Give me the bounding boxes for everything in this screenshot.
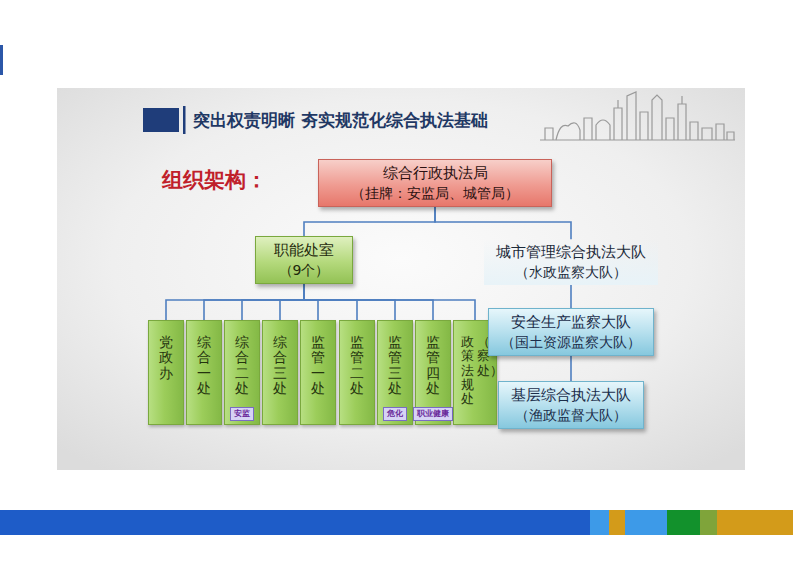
tree-connector — [304, 284, 475, 320]
tree-connector — [570, 356, 572, 381]
city-skyline — [540, 92, 735, 140]
tree-connector — [435, 207, 571, 239]
tag-box: 安监 — [230, 407, 254, 421]
accent-bar — [0, 45, 3, 75]
footer-band — [0, 510, 793, 535]
department-box: 党政办 — [148, 320, 184, 425]
tree-connector — [280, 284, 304, 320]
node-text: 政策法规处 — [461, 335, 474, 406]
org-box: 综合行政执法局（挂牌：安监局、城管局） — [318, 159, 552, 207]
node-text: 城市管理综合执法大队 — [496, 243, 646, 263]
node-text: 综合三处 — [273, 335, 287, 397]
tree-connector — [304, 284, 318, 320]
department-box: 综合一处 — [186, 320, 222, 425]
node-text: 危化 — [387, 410, 403, 418]
node-text: （挂牌：安监局、城管局） — [351, 184, 519, 202]
tag-box: 职业健康 — [413, 407, 453, 421]
org-box: 安全生产监察大队（国土资源监察大队） — [488, 308, 654, 356]
node-text: 监管三处 — [388, 335, 402, 397]
node-text: （国土资源监察大队） — [501, 333, 641, 351]
department-box: 监管三处危化 — [377, 320, 413, 425]
node-text: （9个） — [279, 261, 330, 279]
tree-connector — [242, 284, 304, 320]
tree-connector — [304, 207, 435, 236]
node-text: 监管四处 — [426, 335, 440, 397]
node-text: 综合二处 — [235, 335, 249, 397]
content-panel — [57, 88, 745, 470]
node-text: 职能处室 — [274, 241, 334, 261]
node-text: 基层综合执法大队 — [511, 386, 631, 406]
node-text: 监管二处 — [350, 335, 364, 397]
node-text: 安全生产监察大队 — [511, 313, 631, 333]
node-text: 监管一处 — [311, 335, 325, 397]
node-text: （水政监察大队） — [515, 263, 627, 281]
node-text: 党政办 — [159, 335, 173, 381]
org-box: 城市管理综合执法大队（水政监察大队） — [484, 239, 658, 285]
node-text: （渔政监督大队） — [515, 406, 627, 424]
tree-connector — [304, 284, 357, 320]
department-box: 综合二处安监 — [224, 320, 260, 425]
department-box: 监管一处 — [300, 320, 336, 425]
tree-connector — [166, 284, 304, 320]
department-box: 监管二处 — [339, 320, 375, 425]
title-divider — [183, 106, 186, 134]
org-box: 职能处室（9个） — [255, 236, 353, 284]
slide-title: 突出权责明晰 夯实规范化综合执法基础 — [193, 109, 488, 132]
tree-connector — [204, 284, 304, 320]
node-text: 职业健康 — [417, 410, 449, 418]
node-text: 综合行政执法局 — [383, 164, 488, 184]
title-marker — [143, 108, 179, 132]
tree-connector — [304, 284, 433, 320]
section-label: 组织架构： — [162, 166, 267, 194]
tree-connector — [570, 285, 572, 308]
org-box: 基层综合执法大队（渔政监督大队） — [498, 381, 644, 429]
tree-connector — [304, 284, 395, 320]
department-box: 监管四处职业健康 — [415, 320, 451, 425]
department-box: 综合三处 — [262, 320, 298, 425]
node-text: 安监 — [234, 410, 250, 418]
tag-box: 危化 — [383, 407, 407, 421]
node-text: 综合一处 — [197, 335, 211, 397]
